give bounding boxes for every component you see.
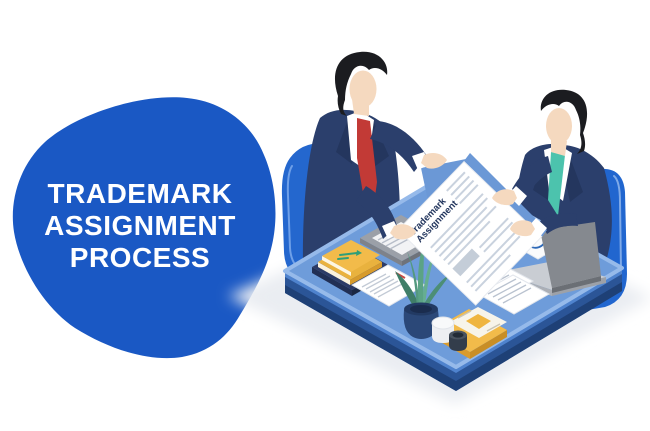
hands <box>382 152 547 240</box>
title-line-1: TRADEMARK <box>47 178 233 209</box>
book-mark <box>337 252 358 260</box>
left-arm-upper <box>370 121 427 172</box>
neck-right <box>551 139 567 156</box>
assignment-document: Trademark Assignment <box>397 153 547 306</box>
face-right <box>546 108 572 144</box>
hand-left-upper <box>421 152 447 169</box>
blob-shape <box>12 97 276 359</box>
right-arm-lower <box>540 213 578 234</box>
desk-tray <box>431 307 507 359</box>
title-blob <box>12 97 276 359</box>
hair-left <box>334 51 388 116</box>
hand-right-upper <box>492 189 517 206</box>
book-top <box>322 240 380 272</box>
dark-cup <box>449 330 467 351</box>
document-gray-block <box>452 248 480 277</box>
desk-plant <box>395 241 451 339</box>
hand-left-lower <box>390 224 416 240</box>
backing-sheet-wedge <box>421 159 466 201</box>
hand-right-lower <box>510 220 535 237</box>
face-left <box>349 70 377 108</box>
laptop-screen <box>540 222 601 288</box>
tie-right <box>548 152 565 216</box>
page-title: TRADEMARK ASSIGNMENT PROCESS <box>18 178 262 274</box>
cuff-right-lower <box>528 218 547 238</box>
hair-right <box>540 89 588 154</box>
right-arm-upper <box>512 156 552 201</box>
tie-left <box>357 118 377 212</box>
title-line-2: ASSIGNMENT <box>44 210 236 241</box>
arms <box>356 121 578 239</box>
white-cylinder <box>431 316 455 343</box>
title-line-3: PROCESS <box>69 242 211 273</box>
